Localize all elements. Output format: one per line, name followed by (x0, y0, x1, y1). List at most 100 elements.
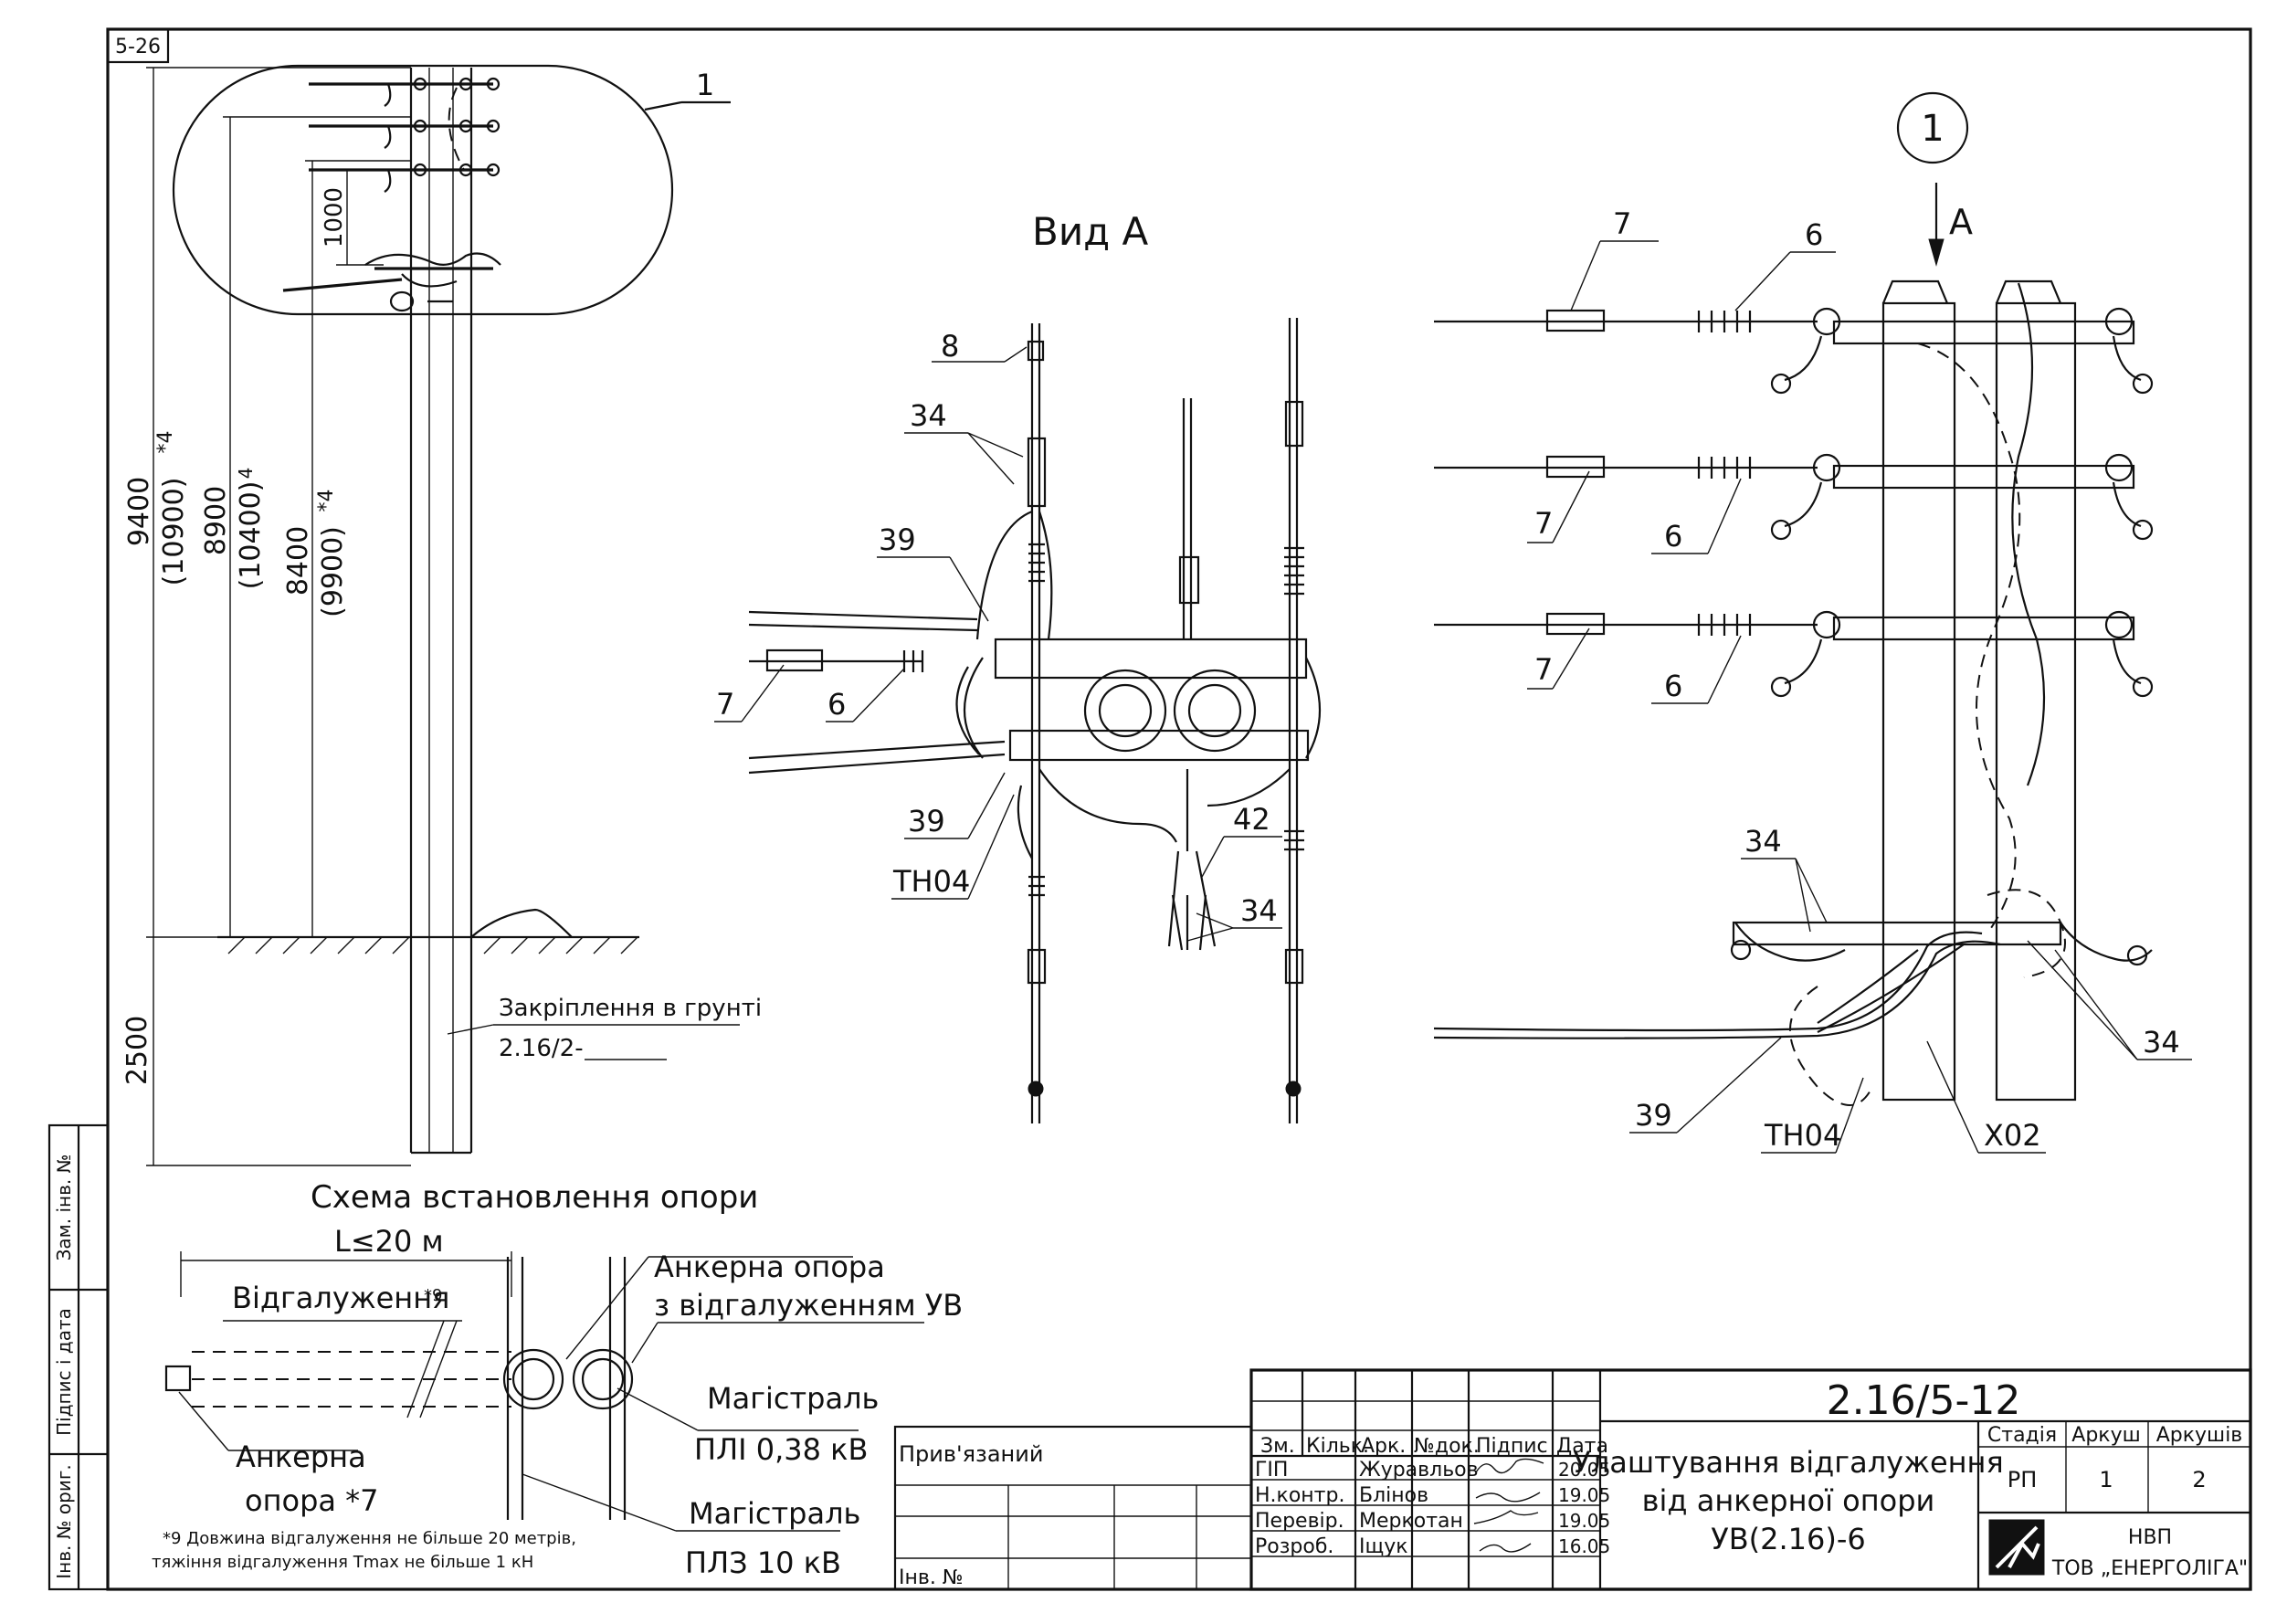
tb-name-1: Блінов (1359, 1484, 1428, 1507)
tb-role-2: Перевір. (1255, 1510, 1344, 1533)
view-a-label-34: 34 (910, 398, 947, 433)
scheme-main-038-1: Магістраль (707, 1381, 879, 1416)
dim-9900-note: *4 (315, 490, 338, 512)
scheme-branch: Відгалуження (232, 1281, 449, 1315)
detail-callout-circle (1896, 91, 1969, 164)
tb-privyazaniy: Прив'язаний (899, 1441, 1043, 1467)
view-a-label-7: 7 (716, 687, 734, 722)
scheme-main-10-2: ПЛЗ 10 кВ (685, 1545, 841, 1580)
pole-crossarms (282, 77, 501, 312)
scheme-anchor-2: опора *7 (245, 1483, 379, 1518)
dim-8400: 8400 (282, 526, 314, 596)
tb-role-1: Н.контр. (1255, 1484, 1344, 1507)
scheme-main-038-2: ПЛІ 0,38 кВ (694, 1432, 868, 1467)
tb-date-0: 20.05 (1558, 1459, 1610, 1481)
tb-h-kilk: Кільк. (1306, 1435, 1369, 1458)
tb-sheets: 2 (2192, 1467, 2206, 1492)
view-a-label-42: 42 (1233, 802, 1270, 837)
tb-org-2: ТОВ „ЕНЕРГОЛІГА" (2051, 1557, 2248, 1580)
ground-fixing-label: Закріплення в грунті (499, 995, 762, 1022)
installation-scheme: Схема встановлення опори L≤20 м Відгалуж… (152, 1179, 963, 1580)
sheet-code: 5-26 (115, 36, 161, 58)
tb-name-3: Іщук (1359, 1535, 1408, 1558)
dim-8900: 8900 (200, 486, 232, 555)
view-a-label-34-bottom: 34 (1240, 893, 1278, 928)
dim-1000: 1000 (321, 169, 384, 266)
right-label-6c: 6 (1664, 669, 1682, 703)
tb-role-0: ГІП (1255, 1459, 1288, 1482)
dim-2500: 2500 (121, 1016, 153, 1085)
tb-title-3: УВ(2.16)-6 (1711, 1522, 1866, 1556)
side-stamp-sign-date: Підпис і дата (53, 1308, 75, 1436)
dim-1000-text: 1000 (321, 187, 348, 248)
scheme-main-10-1: Магістраль (689, 1496, 860, 1531)
scheme-anchor-branch-2: з відгалуженням УВ (654, 1288, 963, 1323)
tb-date-1: 19.05 (1558, 1484, 1610, 1506)
pole-detail-view: 1 A (1433, 91, 2192, 1154)
tb-name-2: Меркотан (1359, 1510, 1463, 1533)
side-stamp-orig-inv: Інв. № ориг. (53, 1464, 75, 1578)
tb-date-2: 19.05 (1558, 1510, 1610, 1532)
tb-org-1: НВП (2128, 1526, 2172, 1549)
view-a-label-39-bottom: 39 (908, 804, 945, 838)
right-label-39: 39 (1635, 1098, 1672, 1133)
right-label-6b: 6 (1664, 519, 1682, 554)
view-a-label-39-top: 39 (879, 522, 916, 557)
tb-date-3: 16.05 (1558, 1535, 1610, 1557)
tb-title-1: Улаштування відгалуження (1573, 1445, 2003, 1480)
tb-sheet-h: Аркуш (2071, 1424, 2140, 1447)
right-label-x02: Х02 (1984, 1118, 2041, 1153)
ground-fixing-ref: 2.16/2- (499, 1035, 584, 1062)
signature-scribble (1473, 1458, 1544, 1553)
view-a-title: Вид А (1032, 209, 1148, 254)
side-stamp: Зам. інв. № Підпис і дата Інв. № ориг. (47, 1123, 110, 1591)
right-label-7a: 7 (1613, 206, 1631, 241)
view-a-label-th04: ТН04 (892, 864, 970, 899)
tb-sheet: 1 (2099, 1467, 2113, 1492)
side-stamp-replace-inv: Зам. інв. № (53, 1155, 75, 1261)
view-a-label-8: 8 (941, 329, 959, 364)
dim-9400: 9400 (123, 477, 155, 546)
detail-callout-circle-number: 1 (1921, 108, 1944, 150)
tb-stage-h: Стадія (1987, 1424, 2057, 1447)
tb-name-0: Журавльов (1359, 1459, 1479, 1482)
view-a-label-6: 6 (827, 687, 846, 722)
scheme-title: Схема встановлення опори (311, 1179, 758, 1216)
title-block: Прив'язаний Інв. № Зм. Кільк. Арк. №док.… (893, 1368, 2252, 1591)
dim-9400-note: *4 (154, 431, 177, 454)
tb-h-doc: №док. (1414, 1435, 1480, 1458)
tb-inv: Інв. № (899, 1566, 964, 1589)
tb-h-date: Дата (1556, 1435, 1608, 1458)
pole-elevation-view: 1 (121, 64, 762, 1166)
view-a: Вид А (714, 209, 1321, 1123)
detail-callout-number: 1 (696, 68, 714, 102)
height-dimensions: 9400 (10900) *4 8900 (10400) 4 8400 (990… (121, 67, 639, 1166)
scheme-span: L≤20 м (334, 1224, 444, 1259)
right-label-34a: 34 (1744, 824, 1782, 859)
tb-h-sign: Підпис (1476, 1435, 1548, 1458)
tb-stage: РП (2008, 1467, 2038, 1492)
right-label-7c: 7 (1534, 652, 1553, 687)
ground-surface (217, 908, 639, 954)
detail-callout-oval (172, 64, 674, 316)
dim-10400-note: 4 (235, 468, 257, 480)
dim-10900: (10900) (158, 478, 190, 586)
tb-code: 2.16/5-12 (1827, 1377, 2021, 1424)
right-label-34b: 34 (2143, 1025, 2180, 1060)
tb-role-3: Розроб. (1255, 1535, 1333, 1558)
scheme-anchor-1: Анкерна (236, 1439, 366, 1474)
tb-h-zm: Зм. (1260, 1435, 1295, 1458)
tb-h-ark: Арк. (1361, 1435, 1406, 1458)
right-label-6a: 6 (1805, 217, 1823, 252)
scheme-anchor-branch-1: Анкерна опора (654, 1250, 885, 1284)
view-arrow-label: A (1949, 202, 1973, 242)
scheme-footnote-2: тяжіння відгалуження Tmax не більше 1 кН (152, 1553, 533, 1572)
right-label-th04: ТН04 (1764, 1118, 1841, 1153)
scheme-footnote-1: *9 Довжина відгалуження не більше 20 мет… (163, 1529, 576, 1548)
dim-10400: (10400) (235, 481, 267, 590)
dim-9900: (9900) (317, 526, 349, 617)
tb-title-2: від анкерної опори (1642, 1483, 1935, 1518)
right-label-7b: 7 (1534, 506, 1553, 541)
company-logo (1988, 1519, 2045, 1576)
